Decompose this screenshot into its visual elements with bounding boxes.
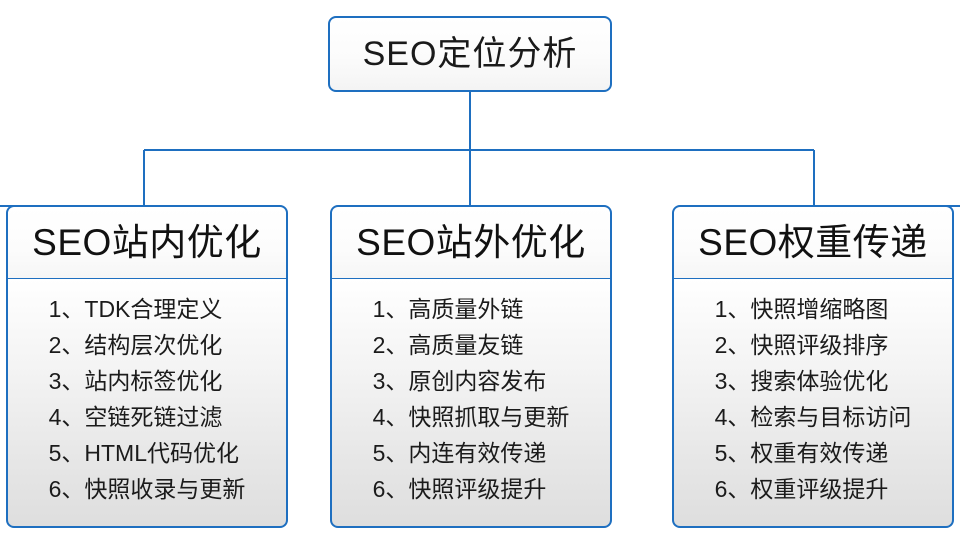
branch-column-1: SEO站内优化 1、TDK合理定义 2、结构层次优化 3、站内标签优化 4、空链… <box>6 205 288 528</box>
list-item-text: 权重有效传递 <box>750 440 889 466</box>
list-item-index: 2、 <box>714 332 751 358</box>
list-item-text: 快照抓取与更新 <box>408 404 570 430</box>
list-item[interactable]: 1、快照增缩略图 <box>715 291 912 327</box>
branch-column-3: SEO权重传递 1、快照增缩略图 2、快照评级排序 3、搜索体验优化 4、检索与… <box>672 205 954 528</box>
list-item[interactable]: 3、站内标签优化 <box>49 363 246 399</box>
list-item-text: 空链死链过滤 <box>84 404 223 430</box>
list-item-text: 原创内容发布 <box>408 368 547 394</box>
list-item-text: 内连有效传递 <box>408 440 547 466</box>
item-list-2: 1、高质量外链 2、高质量友链 3、原创内容发布 4、快照抓取与更新 5、内连有… <box>373 291 570 507</box>
list-item[interactable]: 5、内连有效传递 <box>373 435 570 471</box>
list-item[interactable]: 5、HTML代码优化 <box>49 435 246 471</box>
list-item-text: 搜索体验优化 <box>750 368 889 394</box>
list-item[interactable]: 6、权重评级提升 <box>715 471 912 507</box>
list-item-index: 2、 <box>48 332 85 358</box>
list-item-text: 快照评级提升 <box>408 476 547 502</box>
list-item-index: 4、 <box>372 404 409 430</box>
item-list-1: 1、TDK合理定义 2、结构层次优化 3、站内标签优化 4、空链死链过滤 5、H… <box>49 291 246 507</box>
list-item-index: 6、 <box>48 476 85 502</box>
list-item-text: 站内标签优化 <box>84 368 223 394</box>
list-item[interactable]: 4、快照抓取与更新 <box>373 399 570 435</box>
list-item-text: 快照收录与更新 <box>84 476 246 502</box>
list-item-text: 检索与目标访问 <box>750 404 912 430</box>
list-item-index: 5、 <box>48 440 85 466</box>
branch-header-title-1: SEO站内优化 <box>32 222 262 263</box>
list-item-index: 3、 <box>714 368 751 394</box>
list-item-text: 快照增缩略图 <box>750 296 889 322</box>
list-item-index: 5、 <box>714 440 751 466</box>
branch-header-title-3: SEO权重传递 <box>698 222 928 263</box>
list-item[interactable]: 4、检索与目标访问 <box>715 399 912 435</box>
branch-header-1[interactable]: SEO站内优化 <box>6 205 288 279</box>
list-item[interactable]: 6、快照收录与更新 <box>49 471 246 507</box>
list-item[interactable]: 4、空链死链过滤 <box>49 399 246 435</box>
list-item-index: 3、 <box>48 368 85 394</box>
list-item-text: 快照评级排序 <box>750 332 889 358</box>
branch-column-2: SEO站外优化 1、高质量外链 2、高质量友链 3、原创内容发布 4、快照抓取与… <box>330 205 612 528</box>
root-node[interactable]: SEO定位分析 <box>328 16 612 92</box>
list-item-index: 6、 <box>372 476 409 502</box>
branch-body-1: 1、TDK合理定义 2、结构层次优化 3、站内标签优化 4、空链死链过滤 5、H… <box>6 279 288 528</box>
list-item-index: 3、 <box>372 368 409 394</box>
branch-body-3: 1、快照增缩略图 2、快照评级排序 3、搜索体验优化 4、检索与目标访问 5、权… <box>672 279 954 528</box>
list-item[interactable]: 6、快照评级提升 <box>373 471 570 507</box>
list-item-text: 高质量友链 <box>408 332 524 358</box>
list-item[interactable]: 2、高质量友链 <box>373 327 570 363</box>
list-item-index: 1、 <box>714 296 751 322</box>
list-item-index: 2、 <box>372 332 409 358</box>
list-item[interactable]: 5、权重有效传递 <box>715 435 912 471</box>
item-list-3: 1、快照增缩略图 2、快照评级排序 3、搜索体验优化 4、检索与目标访问 5、权… <box>715 291 912 507</box>
list-item-text: 权重评级提升 <box>750 476 889 502</box>
list-item-index: 4、 <box>714 404 751 430</box>
list-item[interactable]: 3、原创内容发布 <box>373 363 570 399</box>
root-node-title: SEO定位分析 <box>362 35 578 73</box>
list-item[interactable]: 2、结构层次优化 <box>49 327 246 363</box>
branch-body-2: 1、高质量外链 2、高质量友链 3、原创内容发布 4、快照抓取与更新 5、内连有… <box>330 279 612 528</box>
branch-header-3[interactable]: SEO权重传递 <box>672 205 954 279</box>
list-item[interactable]: 2、快照评级排序 <box>715 327 912 363</box>
list-item[interactable]: 1、TDK合理定义 <box>49 291 246 327</box>
list-item[interactable]: 3、搜索体验优化 <box>715 363 912 399</box>
list-item-index: 6、 <box>714 476 751 502</box>
list-item-text: 结构层次优化 <box>84 332 223 358</box>
branch-header-2[interactable]: SEO站外优化 <box>330 205 612 279</box>
list-item[interactable]: 1、高质量外链 <box>373 291 570 327</box>
list-item-text: HTML代码优化 <box>84 440 240 466</box>
list-item-index: 1、 <box>372 296 409 322</box>
list-item-index: 5、 <box>372 440 409 466</box>
list-item-index: 4、 <box>48 404 85 430</box>
list-item-text: 高质量外链 <box>408 296 524 322</box>
list-item-text: TDK合理定义 <box>84 296 223 322</box>
branch-header-title-2: SEO站外优化 <box>356 222 586 263</box>
list-item-index: 1、 <box>48 296 85 322</box>
